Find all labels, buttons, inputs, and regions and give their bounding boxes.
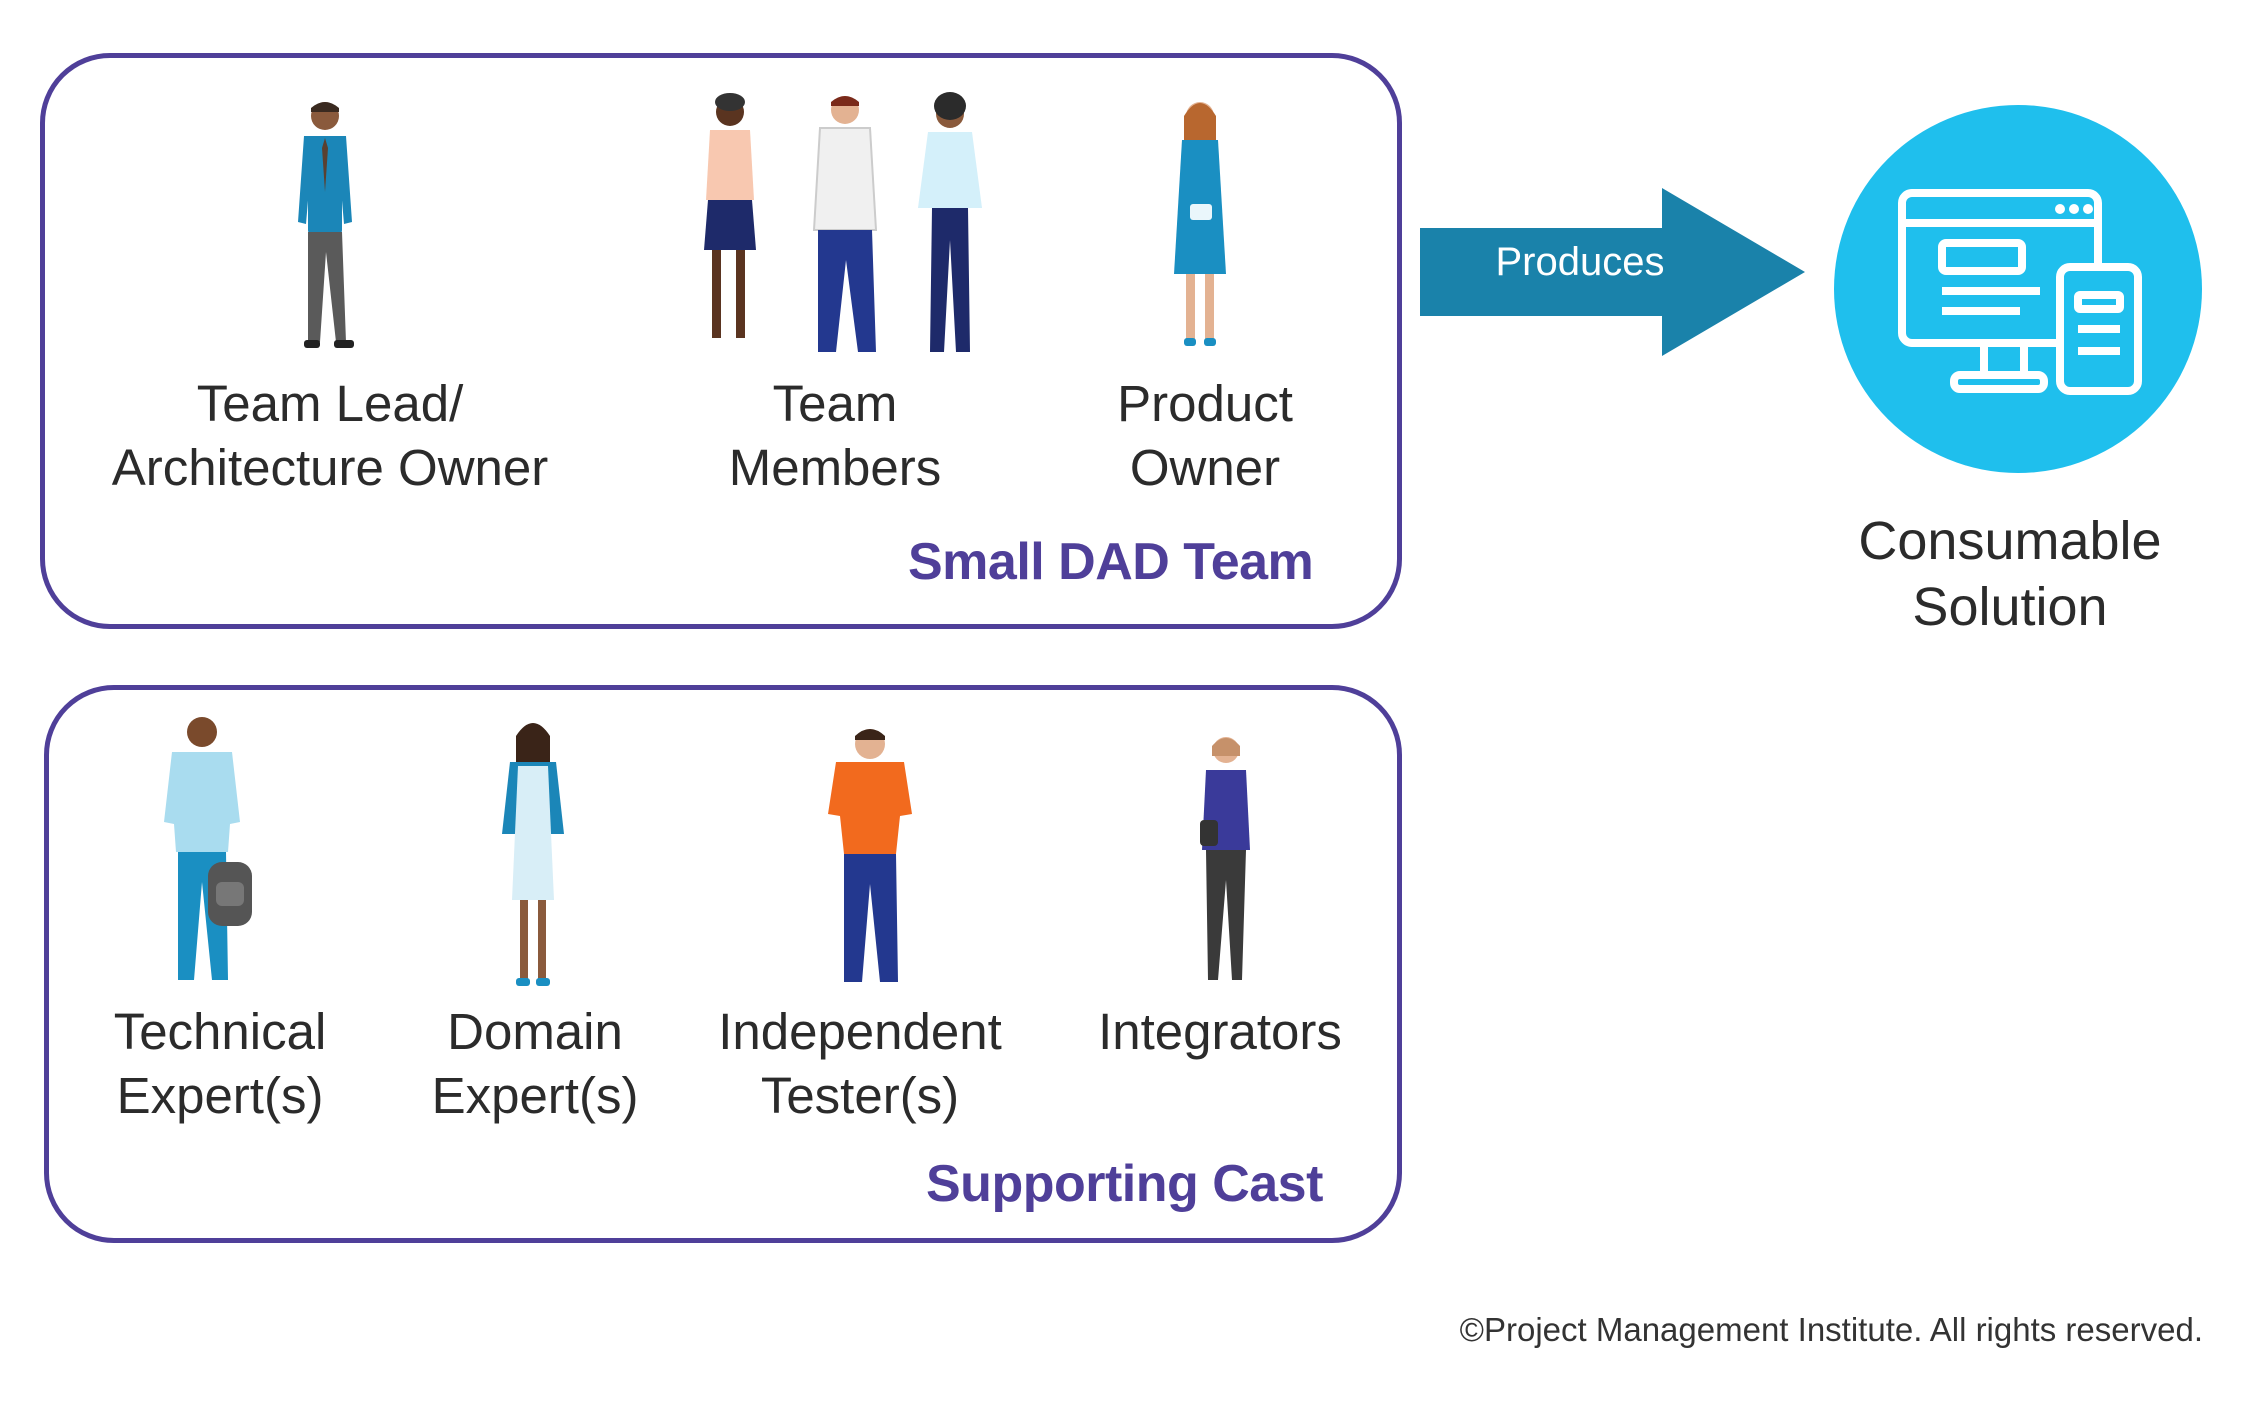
copyright-footer: ©Project Management Institute. All right… [1459,1311,2203,1348]
role-line-1: Integrators [1098,1003,1342,1060]
role-line-1: Technical [113,1003,327,1060]
role-label-independent-tester: Independent Tester(s) [690,1000,1030,1128]
technical-expert-figure [164,717,252,980]
role-line-1: Team Lead/ [196,375,464,432]
role-line-2: Members [728,439,942,496]
consumable-solution-label: Consumable Solution [1820,508,2200,640]
role-label-technical-expert: Technical Expert(s) [80,1000,360,1128]
domain-expert-figure [502,723,564,986]
supporting-cast-title: Supporting Cast [926,1155,1323,1213]
role-line-1: Independent [718,1003,1002,1060]
role-line-1: Domain [447,1003,623,1060]
role-label-domain-expert: Domain Expert(s) [400,1000,670,1128]
produces-arrow: Produces [1420,188,1805,356]
role-label-team-lead: Team Lead/ Architecture Owner [60,372,600,500]
computer-and-tablet-icon [1834,105,2202,473]
supporting-cast-panel [44,685,1402,1243]
role-label-team-members: Team Members [690,372,980,500]
solution-line-2: Solution [1912,577,2108,637]
arrow-icon [1420,188,1805,356]
independent-tester-figure [828,729,912,982]
solution-line-1: Consumable [1858,511,2162,571]
product-owner-figure [1174,102,1226,346]
integrator-figure [1200,737,1250,980]
role-line-2: Expert(s) [116,1067,324,1124]
team-lead-figure [298,102,354,348]
small-dad-team-title: Small DAD Team [908,533,1314,591]
role-line-2: Tester(s) [760,1067,960,1124]
team-members-figures [704,92,982,352]
role-label-integrators: Integrators [1070,1000,1370,1064]
role-line-2: Owner [1129,439,1281,496]
role-label-product-owner: Product Owner [1060,372,1350,500]
role-line-1: Product [1117,375,1293,432]
arrow-label: Produces [1495,240,1665,284]
role-line-2: Architecture Owner [111,439,549,496]
role-line-2: Expert(s) [431,1067,639,1124]
role-line-1: Team [772,375,898,432]
